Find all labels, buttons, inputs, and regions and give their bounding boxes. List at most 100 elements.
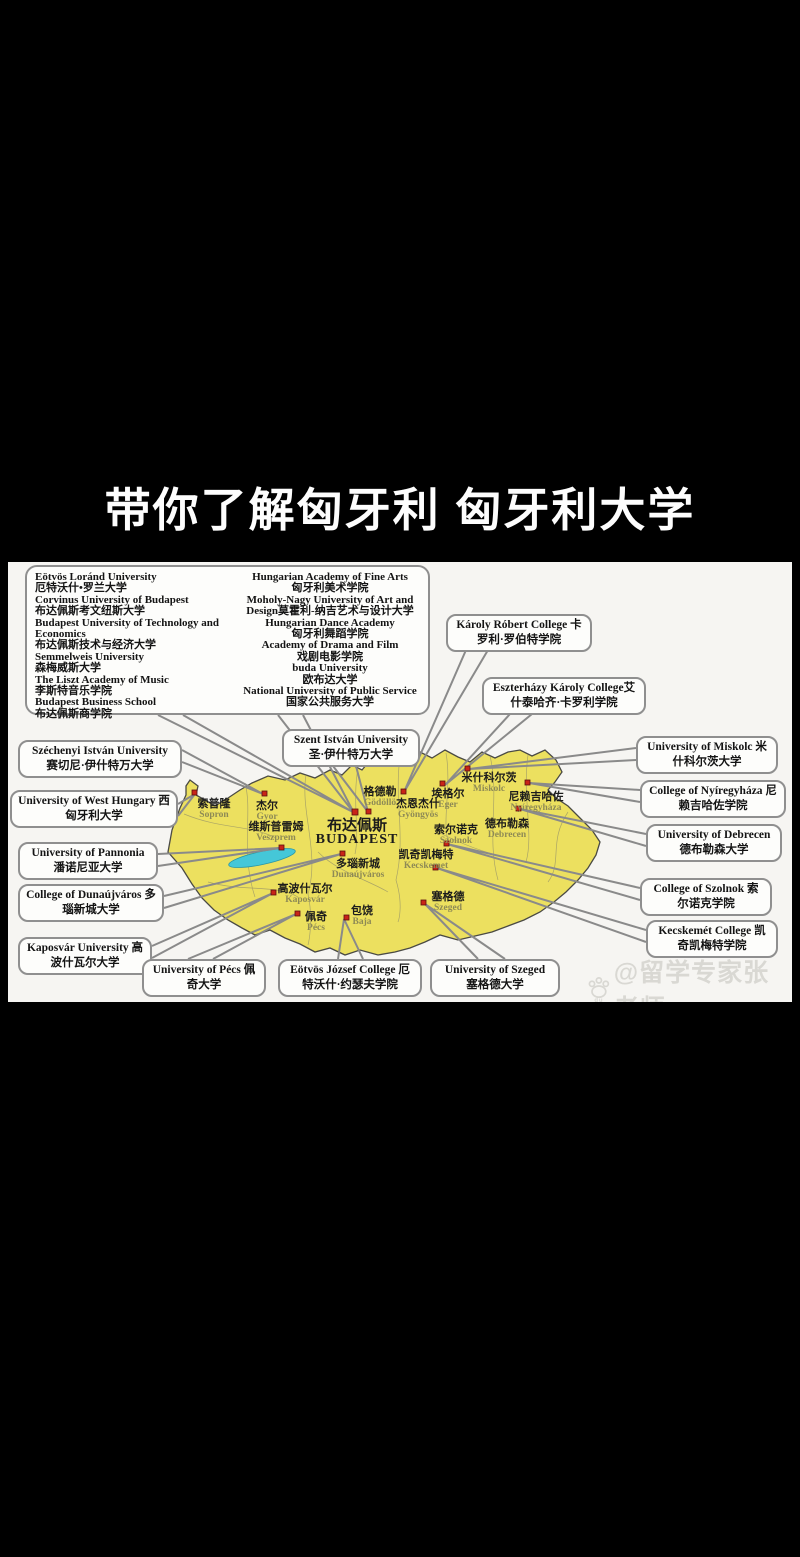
callout-college-of-szolnok: College of Szolnok 索尔诺克学院 [640, 878, 772, 916]
city-marker [464, 765, 471, 772]
city-zh: 埃格尔 [431, 788, 465, 800]
city-marker [191, 789, 198, 796]
city-marker [270, 889, 277, 896]
callout-kaposvar-university: Kaposvár University 高波什瓦尔大学 [18, 937, 152, 975]
city-zh: 凯奇凯梅特 [398, 849, 454, 861]
city-zh: 德布勒森 [485, 818, 529, 830]
hungary-map [151, 649, 647, 960]
callout-eotvos-jozsef-college: Eötvös József College 厄特沃什·约瑟夫学院 [278, 959, 422, 997]
callout-karoly-robert-college: Károly Róbert College 卡罗利·罗伯特学院 [446, 614, 592, 652]
city-latin: Miskolc [472, 784, 506, 794]
callout-szent-istvan-university: Szent István University 圣·伊什特万大学 [282, 729, 420, 767]
city-zh: 米什科尔茨 [461, 772, 517, 784]
callout-eszterhazy-karoly-college: Eszterházy Károly College艾什泰哈齐·卡罗利学院 [482, 677, 646, 715]
city-marker [420, 899, 427, 906]
callout-university-of-miskolc: University of Miskolc 米什科尔茨大学 [636, 736, 778, 774]
city-latin: Dunaújváros [331, 870, 385, 880]
callout-kecskemet-college: Kecskemét College 凯奇凯梅特学院 [646, 920, 778, 958]
city-marker [524, 779, 531, 786]
city-marker [432, 864, 439, 871]
callout-university-of-debrecen: University of Debrecen 德布勒森大学 [646, 824, 782, 862]
city-zh: 维斯普雷姆 [248, 821, 304, 833]
callout-university-of-pecs: University of Pécs 佩奇大学 [142, 959, 266, 997]
city-markers [191, 765, 531, 921]
callout-university-of-szeged: University of Szeged 塞格德大学 [430, 959, 560, 997]
city-zh: 塞格德 [431, 891, 465, 903]
city-latin: Pécs [307, 923, 325, 933]
page-title: 带你了解匈牙利 匈牙利大学 [104, 484, 696, 536]
city-latin: Veszprem [256, 833, 296, 843]
city-marker [400, 788, 407, 795]
city-latin: Baja [352, 917, 372, 927]
city-marker [351, 808, 359, 816]
hungary-outline [167, 749, 601, 956]
city-zh: 索普隆 [197, 798, 231, 810]
city-latin: BUDAPEST [315, 832, 399, 847]
watermark: du @留学专家张老师 [586, 953, 792, 1002]
city-latin: Sopron [199, 810, 229, 820]
city-zh: 包饶 [351, 905, 373, 917]
university-entry: Budapest University of Technology and Ec… [35, 616, 219, 652]
svg-text:du: du [594, 998, 603, 1002]
city-marker [278, 844, 285, 851]
city-latin: Szeged [434, 903, 462, 913]
city-latin: Gyor [256, 812, 278, 822]
callout-university-of-pannonia: University of Pannonia潘诺尼亚大学 [18, 842, 158, 880]
city-zh: 布达佩斯 [326, 818, 387, 834]
city-zh: 杰恩杰什 [396, 798, 440, 810]
city-latin: Kaposvár [285, 895, 325, 905]
city-latin: Gyöngyös [397, 810, 439, 820]
city-zh: 索尔诺克 [434, 824, 478, 836]
university-entry: Moholy-Nagy University of Art and Design… [246, 593, 414, 618]
city-latin: Eger [438, 800, 458, 810]
city-marker [515, 805, 522, 812]
city-zh: 尼赖吉哈佐 [508, 791, 564, 803]
city-zh: 佩奇 [305, 911, 327, 923]
city-marker [443, 840, 450, 847]
city-latin: Gödöllö [363, 798, 397, 808]
watermark-text: @留学专家张老师 [613, 959, 770, 1002]
callout-college-of-nyiregyhaza: College of Nyíregyháza 尼赖吉哈佐学院 [640, 780, 786, 818]
city-zh: 格德勒 [363, 786, 397, 798]
city-zh: 多瑙新城 [336, 858, 380, 870]
baidu-paw-icon: du [588, 976, 610, 1002]
city-latin: Kecskemet [403, 861, 449, 871]
city-marker [365, 808, 372, 815]
callout-college-of-dunaujvaros: College of Dunaújváros 多瑙新城大学 [18, 884, 164, 922]
city-marker [261, 790, 268, 797]
city-marker [339, 850, 346, 857]
city-latin: Debrecen [487, 830, 527, 840]
callout-szechenyi-istvan-university: Széchenyi István University 赛切尼·伊什特万大学 [18, 740, 182, 778]
callout-university-of-west-hungary: University of West Hungary 西匈牙利大学 [10, 790, 178, 828]
